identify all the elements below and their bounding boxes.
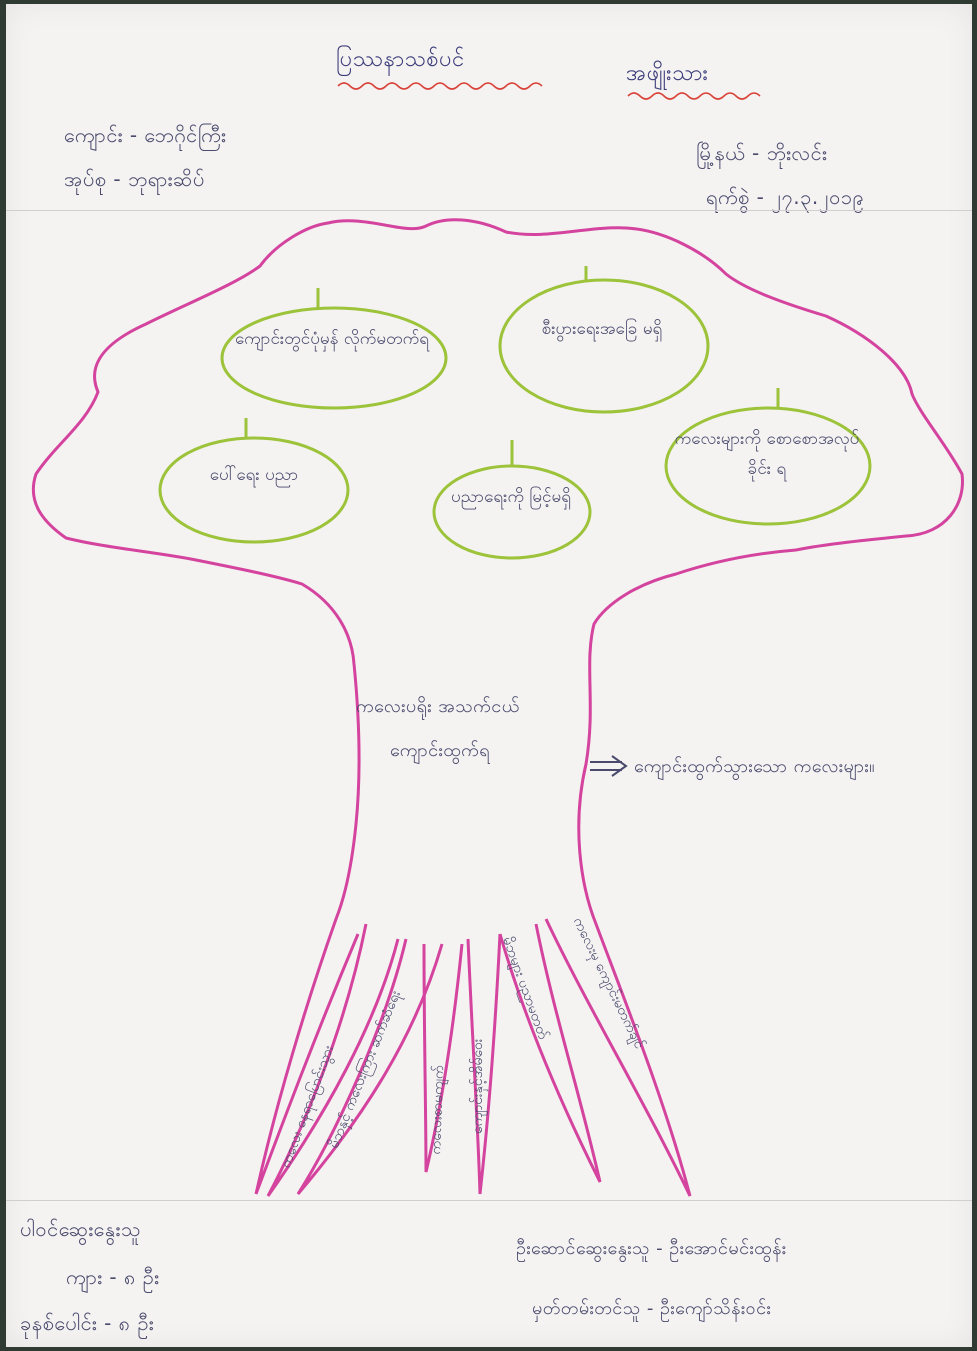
participants-male: ကျား - ၈ ဦး	[66, 1264, 159, 1294]
core-problem-line2: ကျောင်းထွက်ရ	[390, 738, 490, 765]
fruit-text-2: စီးပွားရေးအခြေ မရှိ	[512, 314, 692, 344]
core-problem-line1: ကလေးပရိုး အသက်ငယ်	[356, 694, 520, 721]
participants-title: ပါဝင်ဆွေးနွေးသူ	[20, 1216, 141, 1246]
effect-arrow	[590, 756, 626, 776]
root-1	[256, 919, 358, 1194]
tree-drawing	[6, 4, 972, 1347]
fruit-text-4: ပညာရေးကို မြင့်မရှိ	[446, 482, 576, 512]
fruit-text-5: ကလေးများကို စောစောအလုပ်ခိုင်း ရ	[672, 424, 862, 484]
root-text-3: ကလေးစာမကျက်	[426, 1065, 450, 1155]
root-text-4: ကျောင်းနှင့်အိမ်ဝေး	[468, 1039, 489, 1134]
fruit-text-3: ပေါ်ရေး ပညာ	[174, 460, 334, 490]
facilitator-line: ဦးဆောင်ဆွေးနွေးသူ - ဦးအောင်မင်းထွန်း	[516, 1236, 786, 1263]
fruit-text-1: ကျောင်းတွင်ပုံမှန် လိုက်မတက်ရ	[232, 324, 432, 354]
worksheet-paper: ပြဿနာသစ်ပင် အဖျိုးသား ကျောင်း - ဘေဂိုင်က…	[6, 4, 972, 1347]
participants-female: ခုနစ်ပေါင်း - ၈ ဦး	[20, 1310, 154, 1340]
effect-text: ကျောင်းထွက်သွားသော ကလေးများ။	[634, 754, 875, 781]
recorder-line: မှတ်တမ်းတင်သူ - ဦးကျော်သိန်းဝင်း	[532, 1296, 771, 1323]
footer-divider	[6, 1200, 972, 1201]
